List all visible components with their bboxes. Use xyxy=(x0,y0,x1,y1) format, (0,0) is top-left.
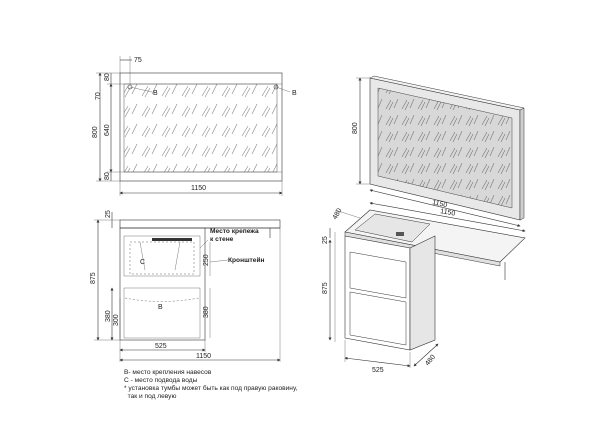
callout-mount-line1: Место крепежа xyxy=(210,228,259,235)
mirror-glass xyxy=(123,83,278,173)
mirror-front-view: B B 800 640 80 80 70 75 1150 xyxy=(92,56,297,196)
dim-cabinet-iso-480-bottom: 480 xyxy=(424,354,437,368)
label-b-left: B xyxy=(153,90,158,97)
dim-cabinet-iso-1150: 1150 xyxy=(440,208,456,218)
mirror-iso-view: 800 1150 xyxy=(352,75,525,227)
label-b-cabinet: B xyxy=(158,304,163,311)
mirror-frame xyxy=(119,72,283,182)
cabinet-iso-view: 480 1150 25 875 525 480 xyxy=(322,201,526,374)
dim-cabinet-380-left: 380 xyxy=(105,310,112,322)
notes: B- место крепления навесов C - место под… xyxy=(124,369,298,400)
dim-mirror-1150: 1150 xyxy=(191,185,206,192)
countertop-front xyxy=(119,219,281,229)
sink-drain xyxy=(152,238,192,241)
note-line-3: * установка тумбы может быть как под пра… xyxy=(124,384,298,392)
dim-mirror-75: 75 xyxy=(134,57,142,64)
note-line-4: так и под левую xyxy=(124,393,176,400)
dim-cabinet-525: 525 xyxy=(155,343,167,350)
dim-mirror-70: 70 xyxy=(95,92,102,100)
dim-cabinet-875: 875 xyxy=(90,272,97,284)
dim-cabinet-25: 25 xyxy=(105,210,112,218)
dim-cabinet-380-right: 380 xyxy=(203,306,210,318)
cabinet-iso-side xyxy=(409,235,436,351)
note-line-2: C - место подвода воды xyxy=(124,377,198,384)
dim-mirror-iso-800: 800 xyxy=(352,122,359,134)
dim-mirror-640: 640 xyxy=(104,124,111,136)
dim-cabinet-iso-480-top: 480 xyxy=(332,207,344,221)
dim-cabinet-1150: 1150 xyxy=(196,353,211,360)
dim-mirror-800: 800 xyxy=(92,126,99,138)
callout-mount-line2: к стене xyxy=(210,236,234,243)
cabinet-body-front xyxy=(119,227,206,341)
dim-cabinet-300: 300 xyxy=(113,314,120,326)
cabinet-front-view: C B Место крепежа к стене Кронштейн 875 … xyxy=(90,210,281,362)
dim-mirror-top-80: 80 xyxy=(104,73,111,81)
note-line-1: B- место крепления навесов xyxy=(124,369,212,376)
lower-drawer-front xyxy=(123,287,201,339)
dim-cabinet-250: 250 xyxy=(203,254,210,266)
dim-cabinet-iso-525: 525 xyxy=(372,367,384,374)
dim-mirror-bottom-80: 80 xyxy=(104,172,111,180)
dim-cabinet-iso-25: 25 xyxy=(322,236,329,244)
label-c: C xyxy=(140,259,145,266)
callout-bracket: Кронштейн xyxy=(228,256,265,264)
label-b-right: B xyxy=(292,90,297,97)
hanger-point-right xyxy=(273,84,279,90)
dim-cabinet-iso-875: 875 xyxy=(322,282,329,294)
